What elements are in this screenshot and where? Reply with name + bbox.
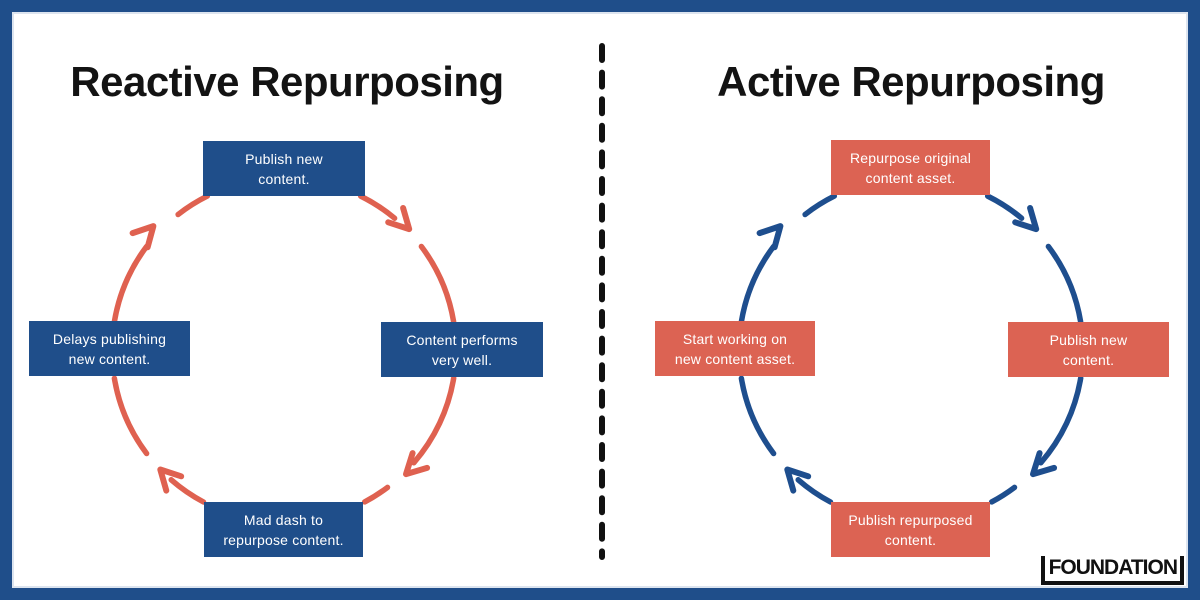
- cycle-arrow-arc: [988, 484, 1018, 505]
- cycle-arrow-arc: [357, 193, 398, 221]
- cycle-arrow-arc: [738, 243, 777, 325]
- cycle-arrow-arc: [111, 375, 150, 457]
- cycle-arrow-arc: [418, 243, 457, 325]
- active-title: Active Repurposing: [717, 58, 1105, 105]
- cycle-arrowhead-icon: [756, 223, 784, 251]
- cycle-arrowhead-icon: [784, 466, 812, 494]
- step-label: Delays publishing new content.: [52, 330, 167, 367]
- step-label: Repurpose original content asset.: [849, 149, 972, 186]
- cycle-arrowhead-icon: [403, 450, 431, 478]
- active-step-publish-repurposed: Publish repurposed content.: [831, 502, 990, 557]
- cycle-arrowhead-icon: [385, 205, 413, 233]
- foundation-logo: FOUNDATION: [1040, 556, 1184, 585]
- step-label: Content performs very well.: [406, 331, 518, 368]
- reactive-step-publish-new-content: Publish new content.: [203, 141, 365, 196]
- cycle-arrow-arc: [1045, 243, 1084, 325]
- cycle-arrow-arc: [175, 193, 211, 218]
- step-label: Start working on new content asset.: [674, 330, 796, 367]
- cycle-arrow-arc: [1038, 375, 1084, 466]
- cycle-arrowhead-icon: [1012, 205, 1040, 233]
- cycle-arrowhead-icon: [129, 223, 157, 251]
- cycle-arrow-arc: [984, 193, 1025, 221]
- step-label: Publish repurposed content.: [848, 511, 973, 548]
- reactive-step-mad-dash-repurpose: Mad dash to repurpose content.: [204, 502, 363, 557]
- cycle-arrow-arc: [802, 193, 838, 218]
- cycle-arrowhead-icon: [157, 466, 185, 494]
- step-label: Publish new content.: [1049, 331, 1128, 368]
- cycle-arrow-arc: [411, 375, 457, 466]
- cycle-arrow-arc: [168, 477, 207, 505]
- active-step-publish-new-content: Publish new content.: [1008, 322, 1169, 377]
- cycle-arrow-arc: [111, 243, 150, 325]
- active-step-repurpose-original: Repurpose original content asset.: [831, 140, 990, 195]
- cycle-arrow-arc: [795, 477, 834, 505]
- cycle-arrowhead-icon: [1030, 450, 1058, 478]
- reactive-title: Reactive Repurposing: [70, 58, 504, 105]
- active-step-start-working-new-asset: Start working on new content asset.: [655, 321, 815, 376]
- reactive-step-delays-publishing: Delays publishing new content.: [29, 321, 190, 376]
- step-label: Mad dash to repurpose content.: [223, 511, 344, 548]
- step-label: Publish new content.: [245, 150, 323, 187]
- cycle-arrow-arc: [738, 375, 777, 457]
- cycle-arrow-arc: [361, 484, 391, 505]
- reactive-step-content-performs-well: Content performs very well.: [381, 322, 543, 377]
